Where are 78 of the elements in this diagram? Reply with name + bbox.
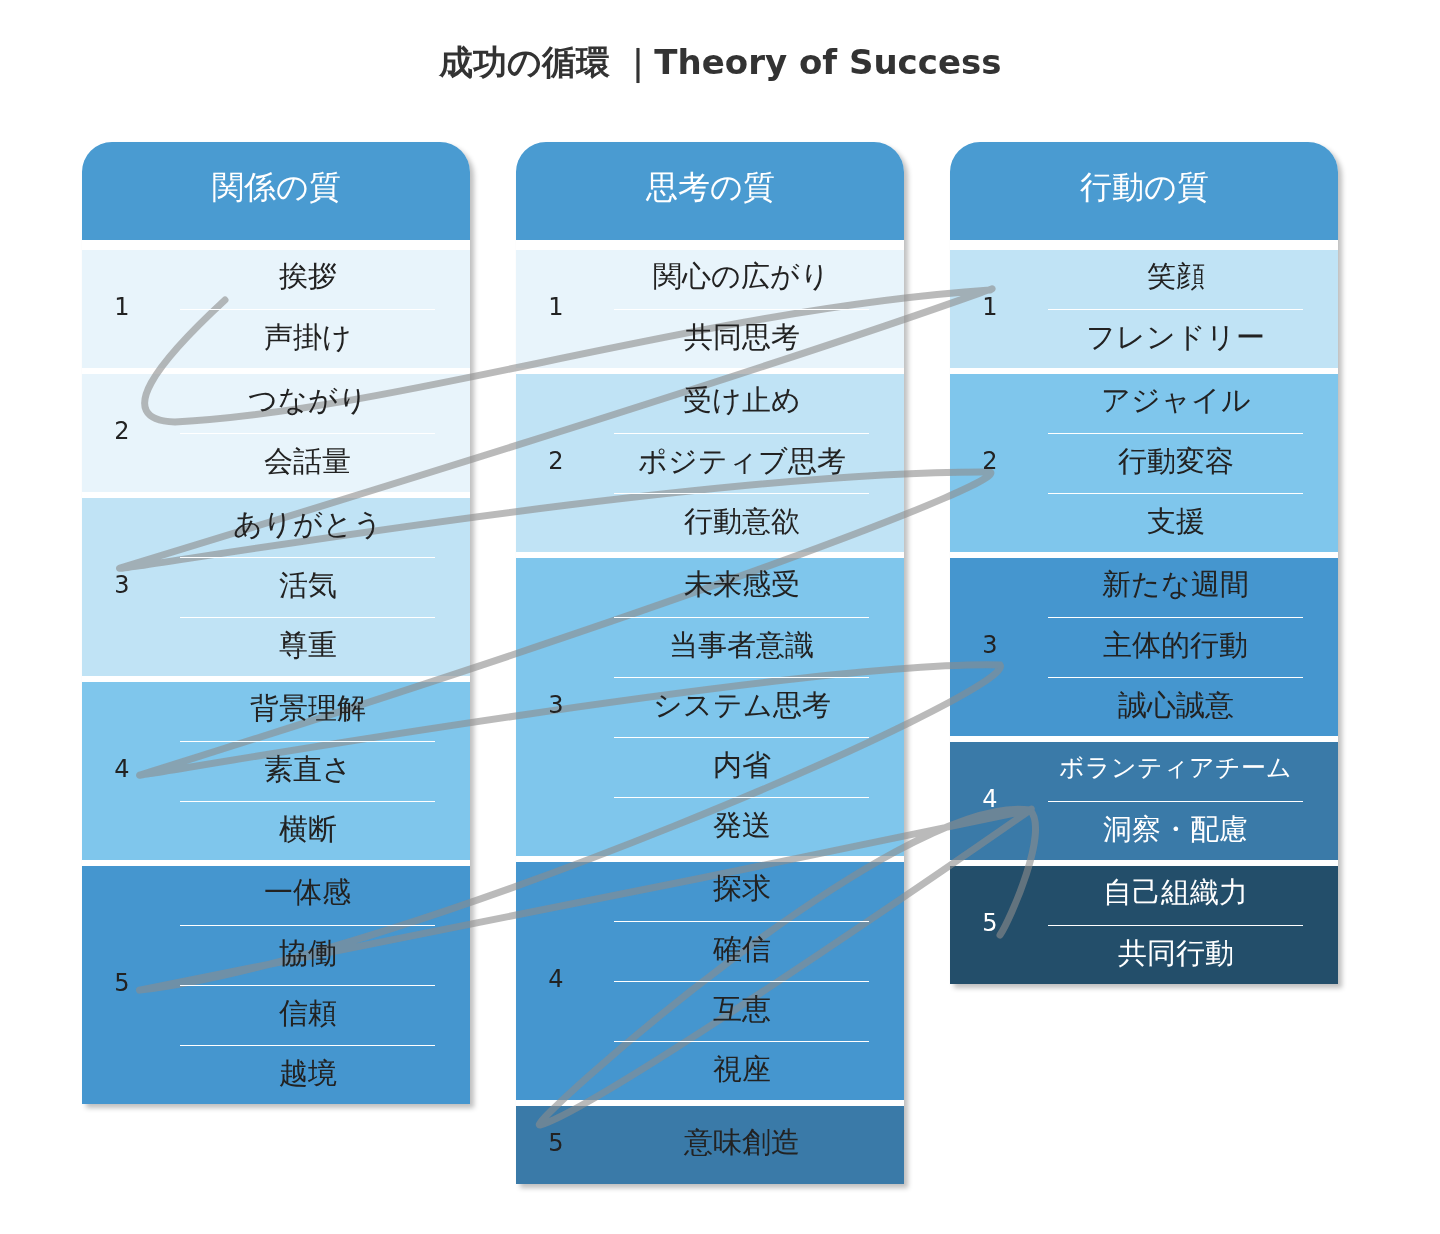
item-label: 背景理解 (180, 681, 435, 739)
level-band (82, 682, 470, 860)
level-band (516, 374, 904, 552)
item-label: ありがとう (180, 497, 435, 555)
column-header: 関係の質 (82, 142, 470, 240)
level-number: 2 (981, 447, 999, 475)
item-label: 共同思考 (614, 309, 869, 368)
item-label: 探求 (614, 861, 869, 919)
item-label: 洞察・配慮 (1048, 801, 1303, 860)
item-label: 横断 (180, 801, 435, 860)
column-card (950, 142, 1338, 984)
item-label: 自己組織力 (1048, 865, 1303, 923)
item-label: 一体感 (180, 865, 435, 923)
level-band (950, 866, 1338, 984)
item-label: つながり (180, 373, 435, 431)
item-label: 視座 (614, 1041, 869, 1100)
item-label: 互恵 (614, 981, 869, 1040)
item-label: 行動意欲 (614, 493, 869, 552)
item-label: 意味創造 (614, 1115, 869, 1173)
level-band (950, 558, 1338, 736)
item-label: 活気 (180, 557, 435, 616)
item-label: 越境 (180, 1045, 435, 1104)
level-band (516, 862, 904, 1100)
item-label: 行動変容 (1048, 433, 1303, 492)
column-header: 行動の質 (950, 142, 1338, 240)
item-label: 受け止め (614, 373, 869, 431)
level-band (516, 558, 904, 856)
item-label: 新たな週間 (1048, 557, 1303, 615)
item-label: 内省 (614, 737, 869, 796)
column-header: 思考の質 (516, 142, 904, 240)
level-band (82, 250, 470, 368)
column-card (516, 142, 904, 1184)
item-label: フレンドリー (1048, 309, 1303, 368)
diagram-title: 成功の循環 ｜Theory of Success (437, 41, 1003, 85)
level-band (950, 742, 1338, 860)
item-label: 声掛け (180, 309, 435, 368)
item-label: ボランティアチーム (1048, 741, 1303, 799)
item-label: 信頼 (180, 985, 435, 1044)
level-number: 5 (113, 969, 131, 997)
item-label: 支援 (1048, 493, 1303, 552)
item-label: 誠心誠意 (1048, 677, 1303, 736)
item-label: 笑顔 (1048, 249, 1303, 307)
level-band (82, 498, 470, 676)
item-label: 素直さ (180, 741, 435, 800)
level-number: 3 (547, 691, 565, 719)
item-label: 共同行動 (1048, 925, 1303, 984)
level-band (516, 1106, 904, 1184)
level-number: 2 (113, 417, 131, 445)
level-number: 1 (113, 293, 131, 321)
item-label: 挨拶 (180, 249, 435, 307)
item-label: 発送 (614, 797, 869, 856)
level-band (82, 374, 470, 492)
item-label: 確信 (614, 921, 869, 980)
level-number: 4 (113, 755, 131, 783)
item-label: 関心の広がり (614, 249, 869, 307)
item-label: 主体的行動 (1048, 617, 1303, 676)
level-number: 5 (981, 909, 999, 937)
level-number: 3 (113, 571, 131, 599)
level-number: 5 (547, 1129, 565, 1157)
level-band (82, 866, 470, 1104)
level-band (950, 374, 1338, 552)
column-card (82, 142, 470, 1104)
level-band (950, 250, 1338, 368)
level-number: 2 (547, 447, 565, 475)
level-number: 4 (547, 965, 565, 993)
item-label: 協働 (180, 925, 435, 984)
item-label: 尊重 (180, 617, 435, 676)
level-number: 1 (981, 293, 999, 321)
level-number: 3 (981, 631, 999, 659)
item-label: アジャイル (1048, 373, 1303, 431)
level-number: 1 (547, 293, 565, 321)
level-band (516, 250, 904, 368)
item-label: 未来感受 (614, 557, 869, 615)
item-label: 会話量 (180, 433, 435, 492)
level-number: 4 (981, 785, 999, 813)
item-label: システム思考 (614, 677, 869, 736)
item-label: 当事者意識 (614, 617, 869, 676)
item-label: ポジティブ思考 (614, 433, 869, 492)
